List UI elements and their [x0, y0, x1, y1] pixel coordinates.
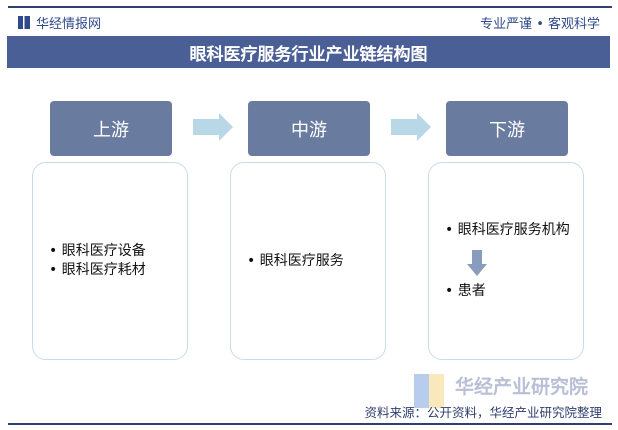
arrow-right-icon [193, 113, 233, 141]
arrow-right-icon [391, 113, 431, 141]
page-title: 眼科医疗服务行业产业链结构图 [7, 36, 610, 68]
slogan: 专业严谨 • 客观科学 [480, 17, 600, 32]
watermark-logo-icon [414, 374, 444, 408]
list-item: • 眼科医疗设备 [49, 243, 146, 259]
stage-downstream: 下游 [446, 101, 568, 156]
stage-midstream: 中游 [248, 101, 370, 156]
bottom-divider [8, 423, 612, 425]
list-item: • 眼科医疗服务 [247, 252, 344, 269]
arrow-down-icon [467, 250, 487, 276]
midstream-box: • 眼科医疗服务 [230, 162, 386, 360]
list-item: • 眼科医疗服务机构 [445, 222, 570, 238]
source-note: 资料来源：公开资料，华经产业研究院整理 [364, 405, 602, 420]
stage-upstream: 上游 [50, 101, 172, 156]
brand-name: 华经情报网 [36, 17, 102, 32]
watermark: 华经产业研究院 [455, 376, 589, 398]
list-item: • 眼科医疗耗材 [49, 262, 146, 278]
upstream-box: • 眼科医疗设备 • 眼科医疗耗材 [32, 162, 188, 360]
list-item: • 患者 [445, 283, 486, 299]
brand: 华经情报网 [18, 13, 101, 32]
top-divider [8, 6, 612, 8]
downstream-box: • 眼科医疗服务机构 • 患者 [428, 162, 584, 360]
brand-logo-icon [18, 16, 30, 29]
